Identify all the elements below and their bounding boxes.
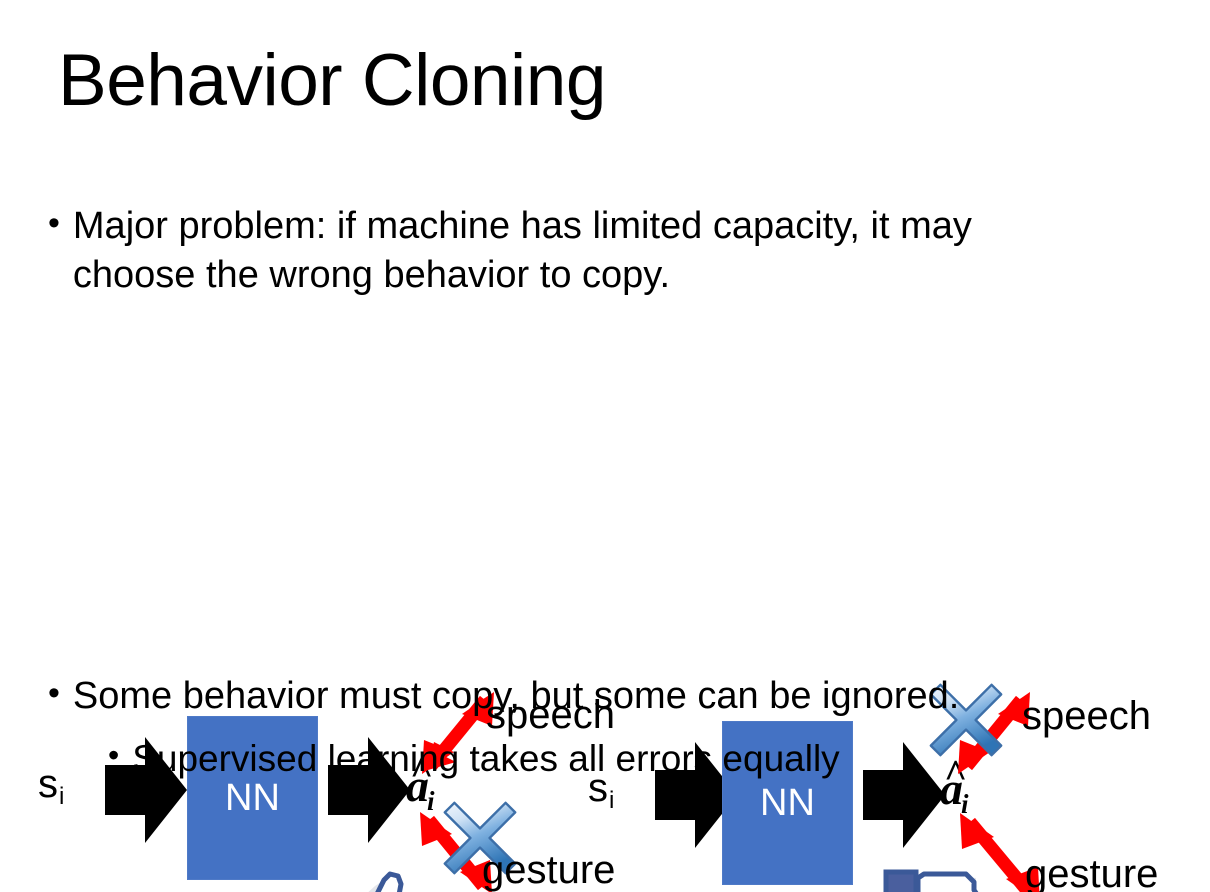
input-state-label-left: si bbox=[38, 764, 64, 809]
thumbs-up-icon bbox=[328, 870, 436, 892]
input-arrow-left bbox=[105, 735, 187, 845]
branch-arrow-speech-left bbox=[422, 692, 494, 774]
branch-label-speech-right: speech bbox=[1022, 694, 1151, 738]
bullet-supervised-learning: • Supervised learning takes all errors e… bbox=[108, 735, 1168, 782]
thumbs-down-icon bbox=[880, 868, 988, 892]
bullet-text-supervised-learning: Supervised learning takes all errors equ… bbox=[132, 738, 840, 779]
input-state-symbol-right: s bbox=[588, 766, 608, 810]
diagram-left-positive-case: si NN Actor ^ ai bbox=[10, 340, 615, 892]
bullet-major-problem: • Major problem: if machine has limited … bbox=[48, 202, 1118, 299]
input-state-label-right: si bbox=[588, 768, 614, 813]
input-arrow-right bbox=[655, 740, 737, 850]
bullet-marker-icon-2: • bbox=[48, 674, 60, 712]
output-arrow-right bbox=[863, 740, 945, 850]
bullet-some-behavior: • Some behavior must copy, but some can … bbox=[48, 672, 1168, 721]
branch-label-gesture-left: gesture bbox=[482, 848, 616, 892]
branch-arrow-gesture-right bbox=[960, 813, 1040, 892]
bullet-marker-icon: • bbox=[48, 204, 60, 242]
nn-box-label-right: NN bbox=[760, 782, 815, 824]
branch-label-gesture-right: gesture bbox=[1025, 852, 1159, 892]
bullet-marker-icon-3: • bbox=[108, 737, 120, 773]
nn-box-left: NN bbox=[187, 716, 318, 880]
nn-box-label-left: NN bbox=[225, 777, 280, 819]
page-title: Behavior Cloning bbox=[58, 40, 606, 121]
nn-box-right: NN bbox=[722, 721, 853, 885]
output-action-subscript-right: i bbox=[961, 788, 969, 819]
input-state-subscript: i bbox=[59, 783, 65, 811]
bullet-text-some-behavior: Some behavior must copy, but some can be… bbox=[72, 675, 960, 717]
output-arrow-left bbox=[328, 735, 410, 845]
input-state-subscript-right: i bbox=[609, 787, 615, 815]
output-action-subscript-left: i bbox=[427, 785, 435, 816]
bullet-text-major-problem: Major problem: if machine has limited ca… bbox=[72, 205, 972, 296]
output-action-letter-right: a bbox=[940, 763, 963, 814]
output-action-letter-left: a bbox=[406, 760, 429, 811]
output-action-symbol-right: ai bbox=[940, 763, 969, 818]
branch-label-speech-left: speech bbox=[486, 693, 615, 737]
output-action-symbol-left: ai bbox=[406, 760, 435, 815]
input-state-symbol: s bbox=[38, 762, 58, 806]
cross-mark-speech-right bbox=[926, 680, 1006, 760]
cross-mark-gesture-left bbox=[440, 798, 520, 878]
branch-arrow-speech-right bbox=[958, 692, 1030, 774]
diagram-right-negative-case: si NN Actor ^ ai bbox=[570, 340, 1190, 892]
